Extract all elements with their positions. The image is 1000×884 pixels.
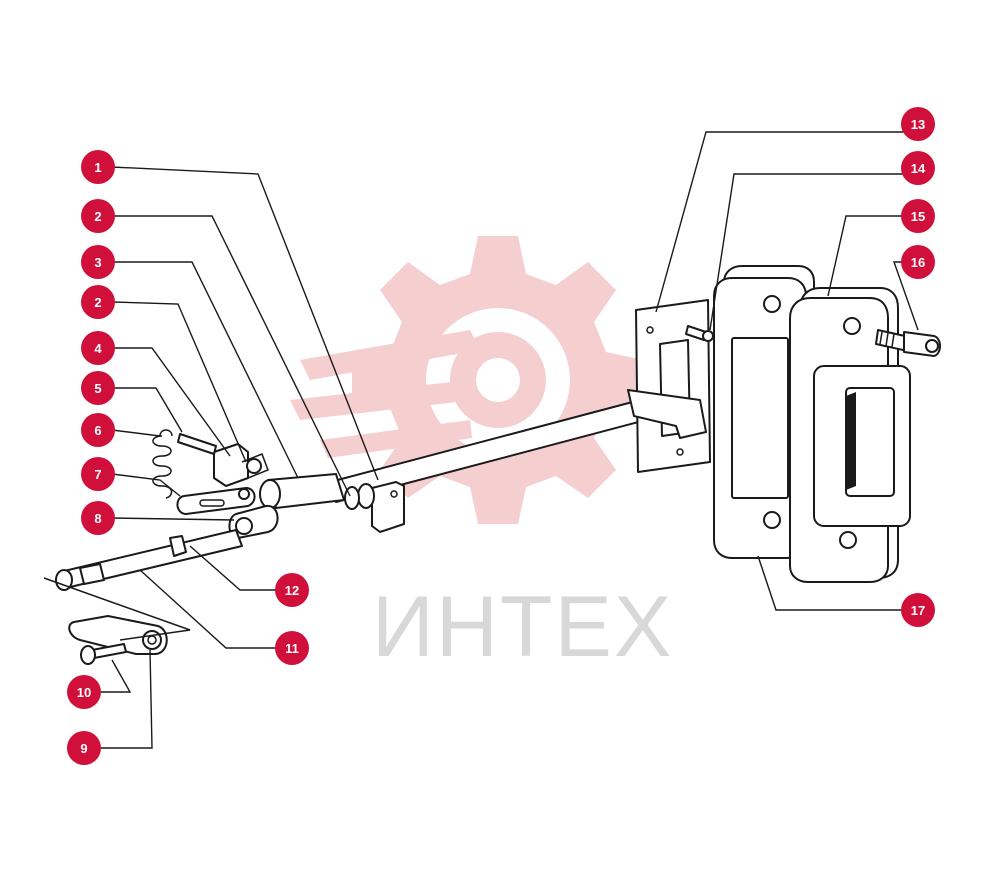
svg-text:13: 13 xyxy=(911,117,925,132)
plate-screw xyxy=(685,325,714,342)
svg-text:4: 4 xyxy=(94,341,102,356)
callout-1: 1 xyxy=(81,150,115,184)
callout-4: 4 xyxy=(81,331,115,365)
svg-text:2: 2 xyxy=(94,209,101,224)
callouts: 1 2 3 2 4 5 6 7 8 12 11 10 9 13 14 15 16… xyxy=(67,107,935,765)
svg-text:16: 16 xyxy=(911,255,925,270)
callout-2: 2 xyxy=(81,199,115,233)
svg-text:7: 7 xyxy=(94,467,101,482)
callout-14: 14 xyxy=(901,151,935,185)
lower-shaft xyxy=(55,529,243,591)
callout-7: 7 xyxy=(81,457,115,491)
callout-9: 9 xyxy=(67,731,101,765)
callout-5: 5 xyxy=(81,371,115,405)
shaft-collar xyxy=(344,481,405,533)
callout-10: 10 xyxy=(67,675,101,709)
svg-text:9: 9 xyxy=(80,741,87,756)
callout-11: 11 xyxy=(275,631,309,665)
callout-12: 12 xyxy=(275,573,309,607)
svg-text:11: 11 xyxy=(285,641,299,656)
svg-text:10: 10 xyxy=(77,685,91,700)
front-frame xyxy=(789,287,911,583)
gasket-plate xyxy=(627,299,711,473)
svg-text:8: 8 xyxy=(94,511,101,526)
watermark-text: ИНТЕХ xyxy=(372,579,673,675)
svg-text:3: 3 xyxy=(94,255,101,270)
svg-text:17: 17 xyxy=(911,603,925,618)
svg-text:6: 6 xyxy=(94,423,101,438)
callout-17: 17 xyxy=(901,593,935,627)
callout-16: 16 xyxy=(901,245,935,279)
svg-text:14: 14 xyxy=(911,161,926,176)
linkage-bracket xyxy=(177,433,269,487)
svg-text:5: 5 xyxy=(94,381,101,396)
slotted-link xyxy=(176,487,256,515)
watermark-gear-logo xyxy=(290,236,644,524)
knurled-screw xyxy=(875,329,941,357)
callout-8: 8 xyxy=(81,501,115,535)
svg-text:15: 15 xyxy=(911,209,925,224)
svg-text:12: 12 xyxy=(285,583,299,598)
callout-3: 3 xyxy=(81,245,115,279)
svg-text:2: 2 xyxy=(94,295,101,310)
callout-13: 13 xyxy=(901,107,935,141)
svg-text:1: 1 xyxy=(94,160,101,175)
callout-2-second: 2 xyxy=(81,285,115,319)
leader-lines xyxy=(98,123,936,749)
callout-15: 15 xyxy=(901,199,935,233)
lever-eye xyxy=(228,504,279,539)
tension-spring xyxy=(152,429,173,499)
callout-6: 6 xyxy=(81,413,115,447)
clamp-screw xyxy=(80,643,127,665)
